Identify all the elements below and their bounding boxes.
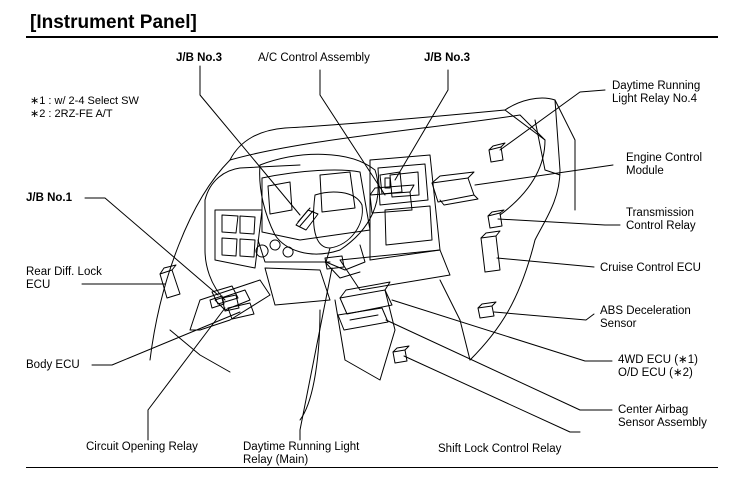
component-shift-lock	[392, 345, 410, 364]
label-trans-relay-line1: Transmission	[626, 207, 694, 219]
bottom-rule	[26, 467, 718, 468]
footnote-1: ∗1 : w/ 2-4 Select SW	[30, 95, 139, 107]
label-rear-diff: Rear Diff. Lock ECU	[26, 266, 102, 292]
label-engine-ecu-line1: Engine Control	[626, 152, 703, 164]
label-drl-relay4: Daytime Running Light Relay No.4	[612, 80, 700, 106]
label-body-ecu: Body ECU	[26, 359, 80, 371]
label-drl-main: Daytime Running Light Relay (Main)	[243, 441, 359, 467]
component-airbag	[337, 307, 389, 331]
label-engine-ecu-line2: Module	[626, 165, 664, 177]
component-body-ecu	[227, 302, 255, 320]
component-trans-relay	[487, 209, 505, 229]
label-cruise-ecu: Cruise Control ECU	[600, 262, 701, 274]
component-abs-sensor	[477, 301, 497, 319]
component-4wd-ecu	[339, 281, 393, 315]
label-airbag-line1: Center Airbag	[618, 404, 689, 416]
footnotes: ∗1 : w/ 2-4 Select SW ∗2 : 2RZ-FE A/T	[30, 95, 139, 121]
component-jb3-right	[379, 171, 403, 195]
label-engine-ecu: Engine Control Module	[626, 152, 702, 178]
label-airbag: Center Airbag Sensor Assembly	[618, 404, 707, 430]
label-airbag-line2: Sensor Assembly	[618, 417, 707, 429]
label-drl-main-line1: Daytime Running Light	[243, 441, 360, 453]
label-trans-relay: Transmission Control Relay	[626, 207, 696, 233]
label-jb1: J/B No.1	[26, 192, 73, 204]
component-engine-ecu	[431, 171, 479, 206]
label-4wd-ecu-line2: O/D ECU (∗2)	[618, 367, 693, 379]
dashboard-outline	[149, 97, 576, 421]
label-abs-sensor-line1: ABS Deceleration	[600, 305, 691, 317]
label-drl-relay4-line2: Light Relay No.4	[612, 93, 698, 105]
label-abs-sensor-line2: Sensor	[600, 318, 637, 330]
top-rule	[26, 36, 718, 38]
label-ac-control: A/C Control Assembly	[258, 52, 370, 64]
label-drl-main-line2: Relay (Main)	[243, 454, 309, 466]
component-rear-diff	[159, 264, 181, 299]
label-4wd-ecu-line1: 4WD ECU (∗1)	[618, 354, 698, 366]
label-abs-sensor: ABS Deceleration Sensor	[600, 305, 691, 331]
component-drl-relay4	[488, 142, 506, 163]
label-4wd-ecu: 4WD ECU (∗1) O/D ECU (∗2)	[618, 354, 698, 380]
page-title: [Instrument Panel]	[30, 12, 197, 33]
component-drl-main	[324, 255, 345, 270]
label-rear-diff-line2: ECU	[26, 279, 51, 291]
footnote-2: ∗2 : 2RZ-FE A/T	[30, 108, 113, 120]
label-trans-relay-line2: Control Relay	[626, 220, 696, 232]
label-drl-relay4-line1: Daytime Running	[612, 80, 701, 92]
steering-wheel	[259, 153, 379, 279]
component-cruise-ecu	[480, 230, 501, 273]
component-ac-control	[369, 184, 415, 214]
label-jb3-right: J/B No.3	[424, 52, 471, 64]
label-shift-lock: Shift Lock Control Relay	[438, 443, 562, 455]
component-jb3-left	[295, 207, 319, 231]
component-jb1	[209, 285, 239, 309]
label-jb3-left: J/B No.3	[176, 52, 223, 64]
component-circuit-relay	[221, 294, 240, 312]
leader-lines	[81, 65, 621, 441]
label-circuit-relay: Circuit Opening Relay	[86, 441, 198, 453]
label-rear-diff-line1: Rear Diff. Lock	[26, 266, 102, 278]
